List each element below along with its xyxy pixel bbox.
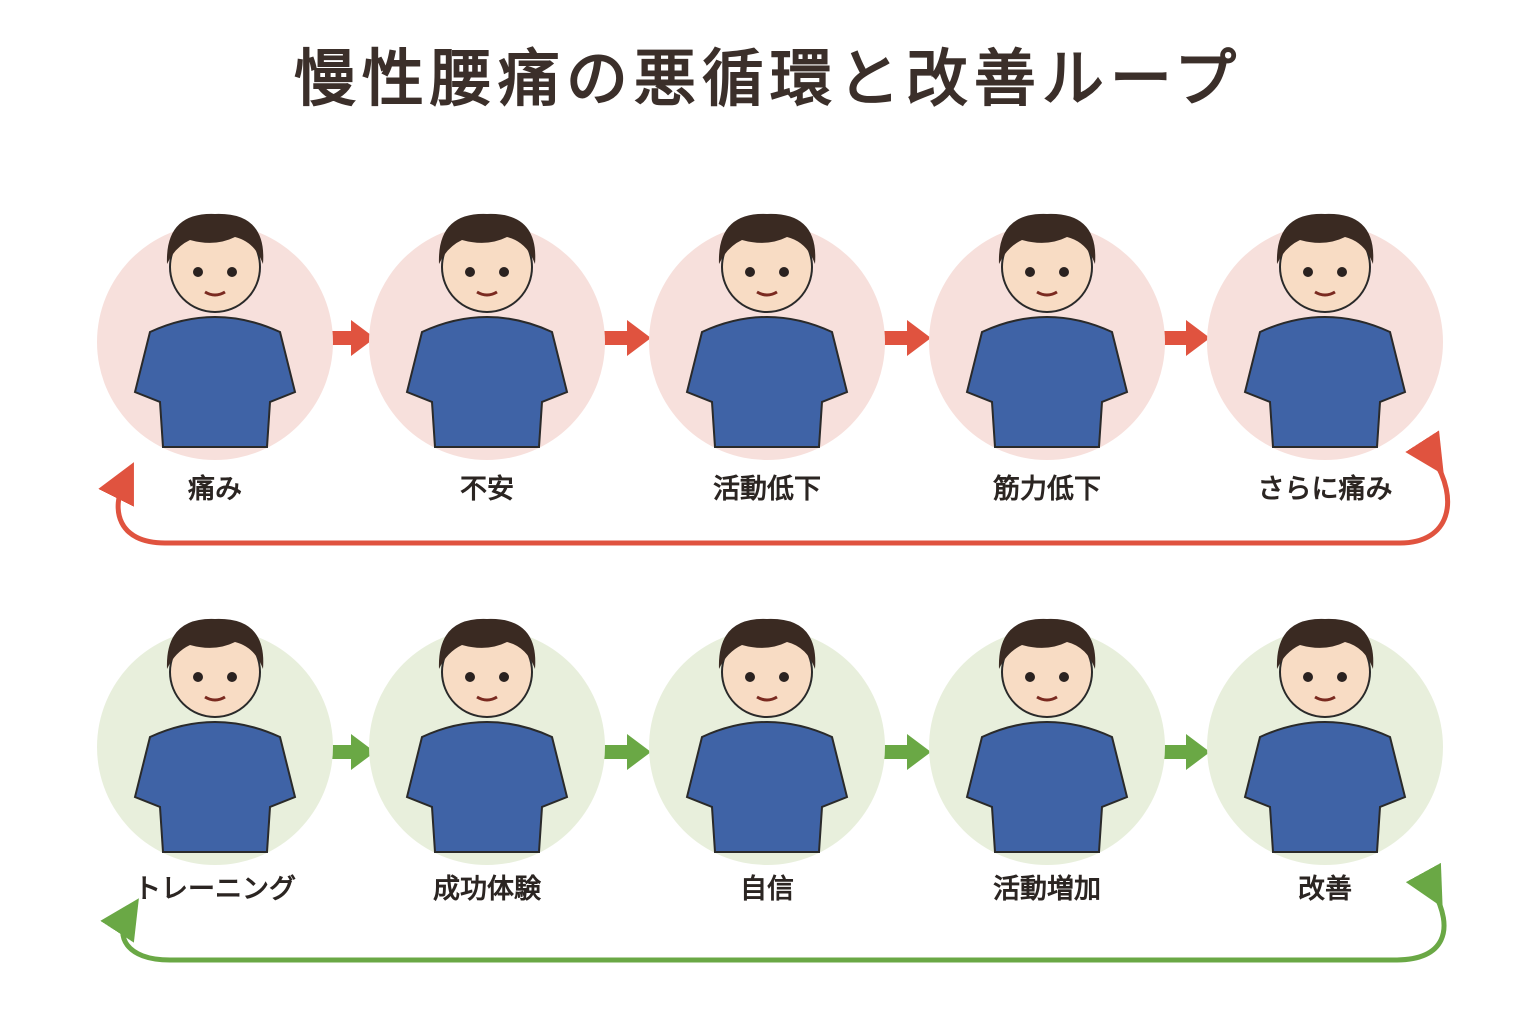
stage-label: 改善 xyxy=(1298,874,1352,905)
shirt xyxy=(1243,721,1407,853)
vicious-cycle-stage: 筋力低下 xyxy=(927,192,1167,505)
hair xyxy=(998,213,1096,264)
vicious-cycle-stage: 不安 xyxy=(367,192,607,505)
hair xyxy=(1276,618,1374,669)
stage-label: 痛み xyxy=(188,474,242,505)
shirt xyxy=(405,721,569,853)
next-step-arrow xyxy=(1162,320,1210,356)
shirt xyxy=(405,316,569,448)
stage-label: トレーニング xyxy=(134,874,296,905)
stage-label: 不安 xyxy=(460,474,514,505)
shirt xyxy=(965,721,1129,853)
hair xyxy=(166,618,264,669)
next-step-arrow xyxy=(603,320,651,356)
stage-label: 自信 xyxy=(740,874,794,905)
shirt xyxy=(965,316,1129,448)
vicious-cycle-stage: 活動低下 xyxy=(647,192,887,505)
shirt xyxy=(133,721,297,853)
next-step-arrow xyxy=(1162,734,1210,770)
shirt xyxy=(133,316,297,448)
vicious-cycle-stage: さらに痛み xyxy=(1205,192,1445,505)
stage-label: さらに痛み xyxy=(1257,474,1393,505)
next-step-arrow xyxy=(883,320,931,356)
shirt xyxy=(1243,316,1407,448)
stage-label: 筋力低下 xyxy=(993,474,1101,505)
next-step-arrow xyxy=(327,320,375,356)
vicious-cycle-stage: 痛み xyxy=(95,192,335,505)
stage-label: 活動増加 xyxy=(993,874,1101,905)
hair xyxy=(438,213,536,264)
improvement-loop-stage: 改善 xyxy=(1205,597,1445,905)
improvement-loop-stage: 成功体験 xyxy=(367,597,607,905)
hair xyxy=(166,213,264,264)
hair xyxy=(1276,213,1374,264)
hair xyxy=(718,618,816,669)
shirt xyxy=(685,316,849,448)
stage-label: 成功体験 xyxy=(433,874,541,905)
next-step-arrow xyxy=(603,734,651,770)
improvement-loop-stage: トレーニング xyxy=(95,597,335,905)
shirt xyxy=(685,721,849,853)
stage-label: 活動低下 xyxy=(713,474,821,505)
page-title: 慢性腰痛の悪循環と改善ループ xyxy=(293,42,1243,115)
hair xyxy=(998,618,1096,669)
next-step-arrow xyxy=(883,734,931,770)
hair xyxy=(718,213,816,264)
vicious-loop-arrow xyxy=(98,430,1451,546)
improvement-loop-stage: 活動増加 xyxy=(927,597,1167,905)
improvement-loop-stage: 自信 xyxy=(647,597,887,905)
hair xyxy=(438,618,536,669)
next-step-arrow xyxy=(327,734,375,770)
improvement-loop-arrow xyxy=(100,862,1447,963)
